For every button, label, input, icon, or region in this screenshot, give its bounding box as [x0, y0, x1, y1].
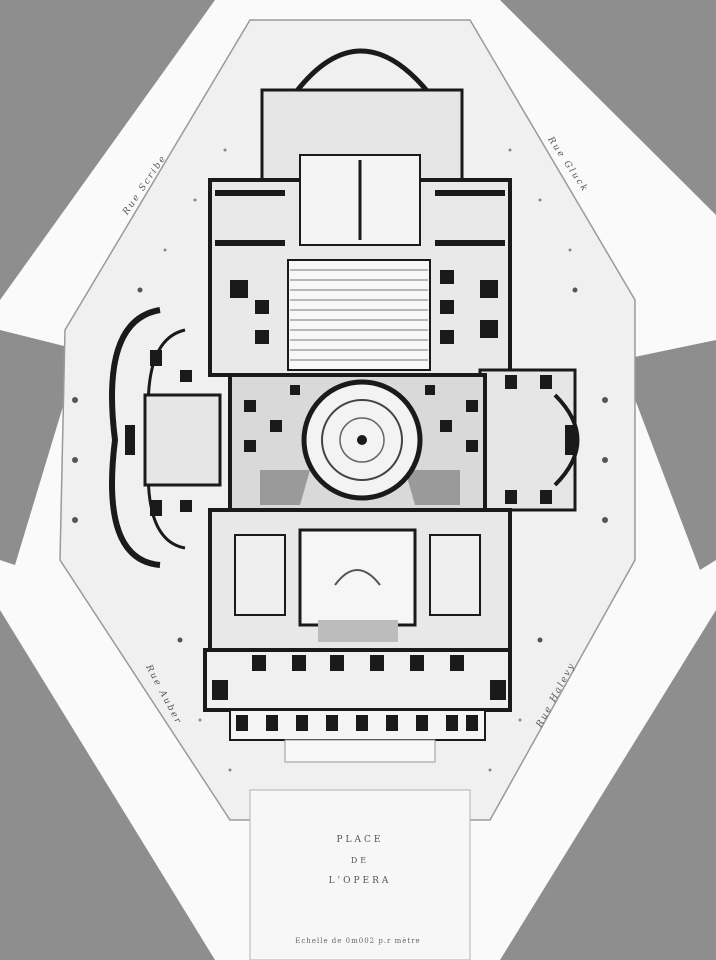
place-title-line2: DE [350, 856, 370, 865]
place-title-line3: L'OPERA [328, 876, 392, 886]
east-pavilion-piers [505, 375, 575, 504]
west-pavilion-ramp [109, 307, 161, 568]
avenue-edge-dots [163, 148, 572, 772]
east-pavilion-body [478, 368, 577, 512]
west-pavilion-body [143, 393, 222, 487]
auditorium-piers [244, 385, 478, 452]
staircase-landing-wash [318, 620, 398, 642]
grand-staircase [298, 528, 417, 627]
foyer-piers [212, 655, 506, 700]
rear-apse [294, 48, 430, 94]
entrance-steps [284, 739, 436, 763]
scale-note: Echelle de 0m002 p.r mètre [295, 937, 421, 945]
facade-columns [236, 715, 478, 731]
stage-area [287, 259, 431, 371]
place-title-line1: PLACE [336, 835, 384, 845]
east-side-hall [429, 534, 481, 616]
auditorium-corner-washes [260, 470, 310, 505]
west-side-hall [234, 534, 286, 616]
place-de-l-opera-forecourt [249, 789, 471, 960]
west-pavilion-piers [125, 350, 192, 516]
street-lamps [72, 287, 608, 643]
stage-floor-lines [290, 269, 428, 361]
grand-foyer [203, 648, 512, 712]
back-block-walls [215, 190, 505, 344]
